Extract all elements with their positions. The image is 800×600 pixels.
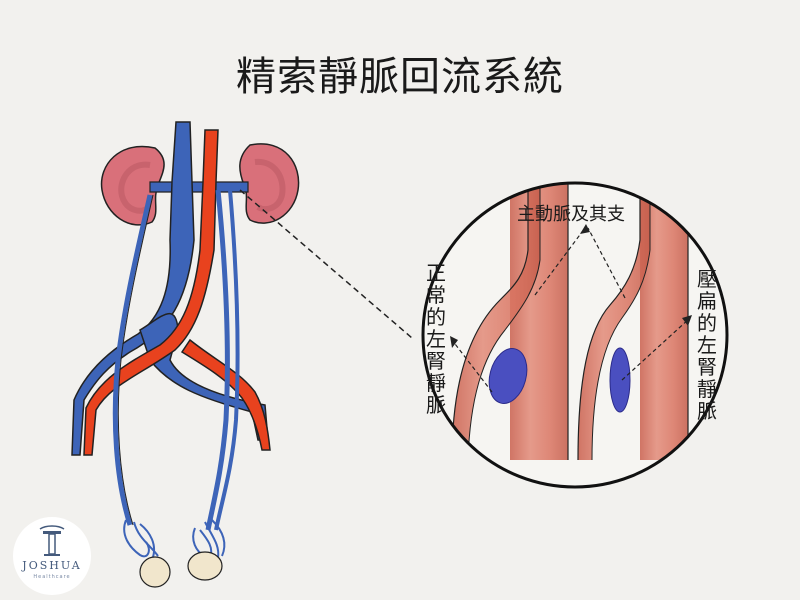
renal-vein xyxy=(149,181,249,193)
zoom-pointer-line xyxy=(239,189,413,339)
logo-tagline: Healthcare xyxy=(33,574,71,580)
pillar-icon xyxy=(39,525,65,556)
kidney-left-side xyxy=(239,143,300,224)
magnified-view xyxy=(421,181,729,489)
aorta-branches-label: 主動脈及其支 xyxy=(517,204,625,225)
testis-left xyxy=(187,551,223,581)
normal-left-renal-vein-label: 正常的左腎靜脈 xyxy=(426,261,446,417)
joshua-logo: JOSHUA Healthcare xyxy=(13,517,91,595)
compressed-vein-lumen xyxy=(609,347,631,413)
inferior-vena-cava xyxy=(71,121,195,456)
compressed-left-renal-vein-label: 壓扁的左腎靜脈 xyxy=(697,267,717,423)
pampiniform-plexus-left xyxy=(192,519,226,559)
testicular-vein-right xyxy=(112,194,153,526)
testis-right xyxy=(139,556,171,588)
iliac-vein xyxy=(139,312,269,441)
pampiniform-plexus-right xyxy=(123,519,159,561)
magnified-circle-border xyxy=(421,181,729,489)
logo-name: JOSHUA xyxy=(22,559,82,572)
normal-vein-lumen xyxy=(488,348,528,404)
testicular-vein-left xyxy=(205,189,230,531)
page-title: 精索靜脈回流系統 xyxy=(236,54,564,100)
